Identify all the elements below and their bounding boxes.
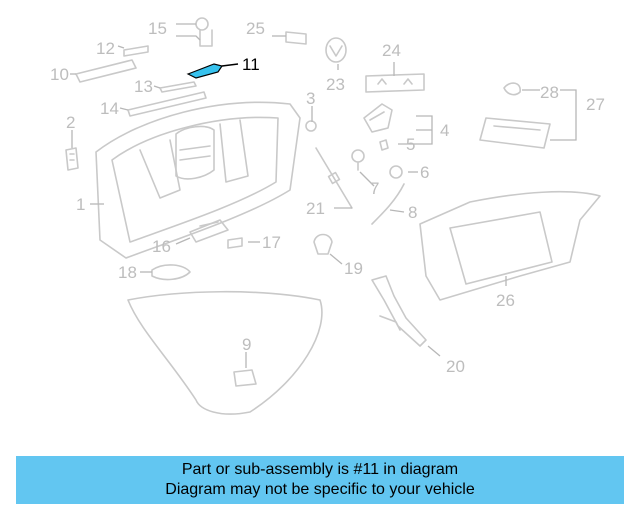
part-27-light	[479, 117, 551, 149]
part-12-bracket	[123, 45, 149, 57]
part-13-trim	[159, 81, 197, 93]
callout-16: 16	[152, 237, 171, 256]
part-25-label	[285, 31, 307, 45]
callout-6: 6	[420, 163, 429, 182]
callout-7: 7	[370, 179, 379, 198]
part-7-clip	[351, 149, 365, 171]
callout-2: 2	[66, 113, 75, 132]
callout-27: 27	[586, 95, 605, 114]
callout-5: 5	[406, 135, 415, 154]
part-20-hinge	[371, 275, 427, 347]
part-9-latch	[233, 369, 257, 387]
part-28-bulb	[503, 82, 521, 96]
part-15-cylinder	[195, 17, 213, 47]
callout-3: 3	[306, 89, 315, 108]
callout-9: 9	[242, 335, 251, 354]
part-26-trunk-liner	[419, 190, 601, 301]
callout-18: 18	[118, 263, 137, 282]
callout-1: 1	[76, 195, 85, 214]
callout-26: 26	[496, 291, 515, 310]
callout-labels: 1 2 3 4 5 6 7 8 9 10 11 12 13 14 15 16 1…	[50, 19, 605, 376]
part-8-rod	[371, 183, 405, 225]
callout-12: 12	[96, 39, 115, 58]
trunk-lid	[95, 101, 301, 259]
part-14-molding	[127, 91, 207, 117]
part-24-nameplate	[365, 73, 425, 93]
callout-20: 20	[446, 357, 465, 376]
part-16-lock	[189, 219, 229, 243]
callout-14: 14	[100, 99, 119, 118]
callout-17: 17	[262, 233, 281, 252]
part-18-motor	[151, 264, 191, 281]
callout-25: 25	[246, 19, 265, 38]
part-2-bracket	[65, 147, 79, 171]
callout-4: 4	[440, 121, 449, 140]
callout-28: 28	[540, 83, 559, 102]
part-17-connector	[227, 237, 243, 249]
part-21-strut	[315, 147, 353, 209]
callout-13: 13	[134, 77, 153, 96]
banner-line-1: Part or sub-assembly is #11 in diagram	[181, 461, 459, 478]
callout-21: 21	[306, 199, 325, 218]
callout-11: 11	[242, 55, 260, 74]
info-banner: Part or sub-assembly is #11 in diagram D…	[16, 456, 624, 504]
part-5-bolt	[379, 139, 389, 151]
callout-24: 24	[382, 41, 401, 60]
parts-diagram: 1 2 3 4 5 6 7 8 9 10 11 12 13 14 15 16 1…	[50, 17, 605, 415]
part-10-handle	[75, 59, 137, 83]
callout-8: 8	[408, 203, 417, 222]
callout-23: 23	[326, 75, 345, 94]
hinge-4	[363, 103, 393, 133]
part-6-grommet	[389, 165, 403, 179]
part-3-clip	[305, 120, 317, 132]
callout-19: 19	[344, 259, 363, 278]
part-11-highlighted	[186, 63, 239, 79]
weatherstrip	[127, 290, 323, 415]
part-19-switch	[313, 233, 333, 255]
banner-line-2: Diagram may not be specific to your vehi…	[165, 481, 475, 498]
leader-lines	[70, 23, 577, 368]
part-23-emblem	[325, 37, 347, 63]
callout-15: 15	[148, 19, 167, 38]
callout-10: 10	[50, 65, 69, 84]
